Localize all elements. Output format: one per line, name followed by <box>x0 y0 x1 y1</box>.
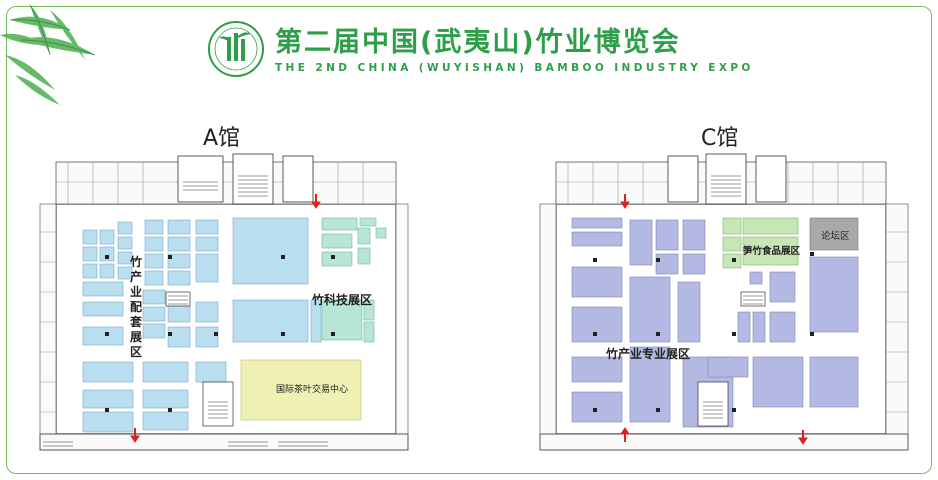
char: 业 <box>130 284 142 299</box>
zone-label-support: 竹 产 业 配 套 展 区 <box>129 254 146 359</box>
arrow-icon <box>620 194 808 445</box>
hall-a-floorplan: 竹 产 业 配 套 展 区 竹科技展区 国际茶叶交易中心 <box>39 153 409 451</box>
char: 区 <box>130 345 142 359</box>
zone-label-technology: 竹科技展区 <box>311 292 372 307</box>
zone-label-forum: 论坛区 <box>821 230 850 242</box>
page-title: 第二届中国(武夷山)竹业博览会 <box>275 27 681 58</box>
char: 竹 <box>129 254 142 269</box>
char: 展 <box>130 330 142 344</box>
bamboo-logo-icon <box>208 21 264 77</box>
arrow-icon <box>130 194 321 443</box>
char: 产 <box>130 269 142 284</box>
hall-c-label: C馆 <box>701 126 739 151</box>
bamboo-leaves-icon <box>0 4 96 105</box>
zone-label-professional: 竹产业专业展区 <box>605 346 690 361</box>
zone-label-food: 笋竹食品展区 <box>742 245 801 257</box>
hall-c-floorplan: 竹产业专业展区 笋竹食品展区 论坛区 <box>539 153 909 451</box>
hall-a-label: A馆 <box>203 126 241 151</box>
char: 配 <box>130 299 142 314</box>
page-subtitle: THE 2ND CHINA (WUYISHAN) BAMBOO INDUSTRY… <box>275 62 754 74</box>
zone-label-tea: 国际茶叶交易中心 <box>276 383 348 395</box>
char: 套 <box>129 314 143 329</box>
